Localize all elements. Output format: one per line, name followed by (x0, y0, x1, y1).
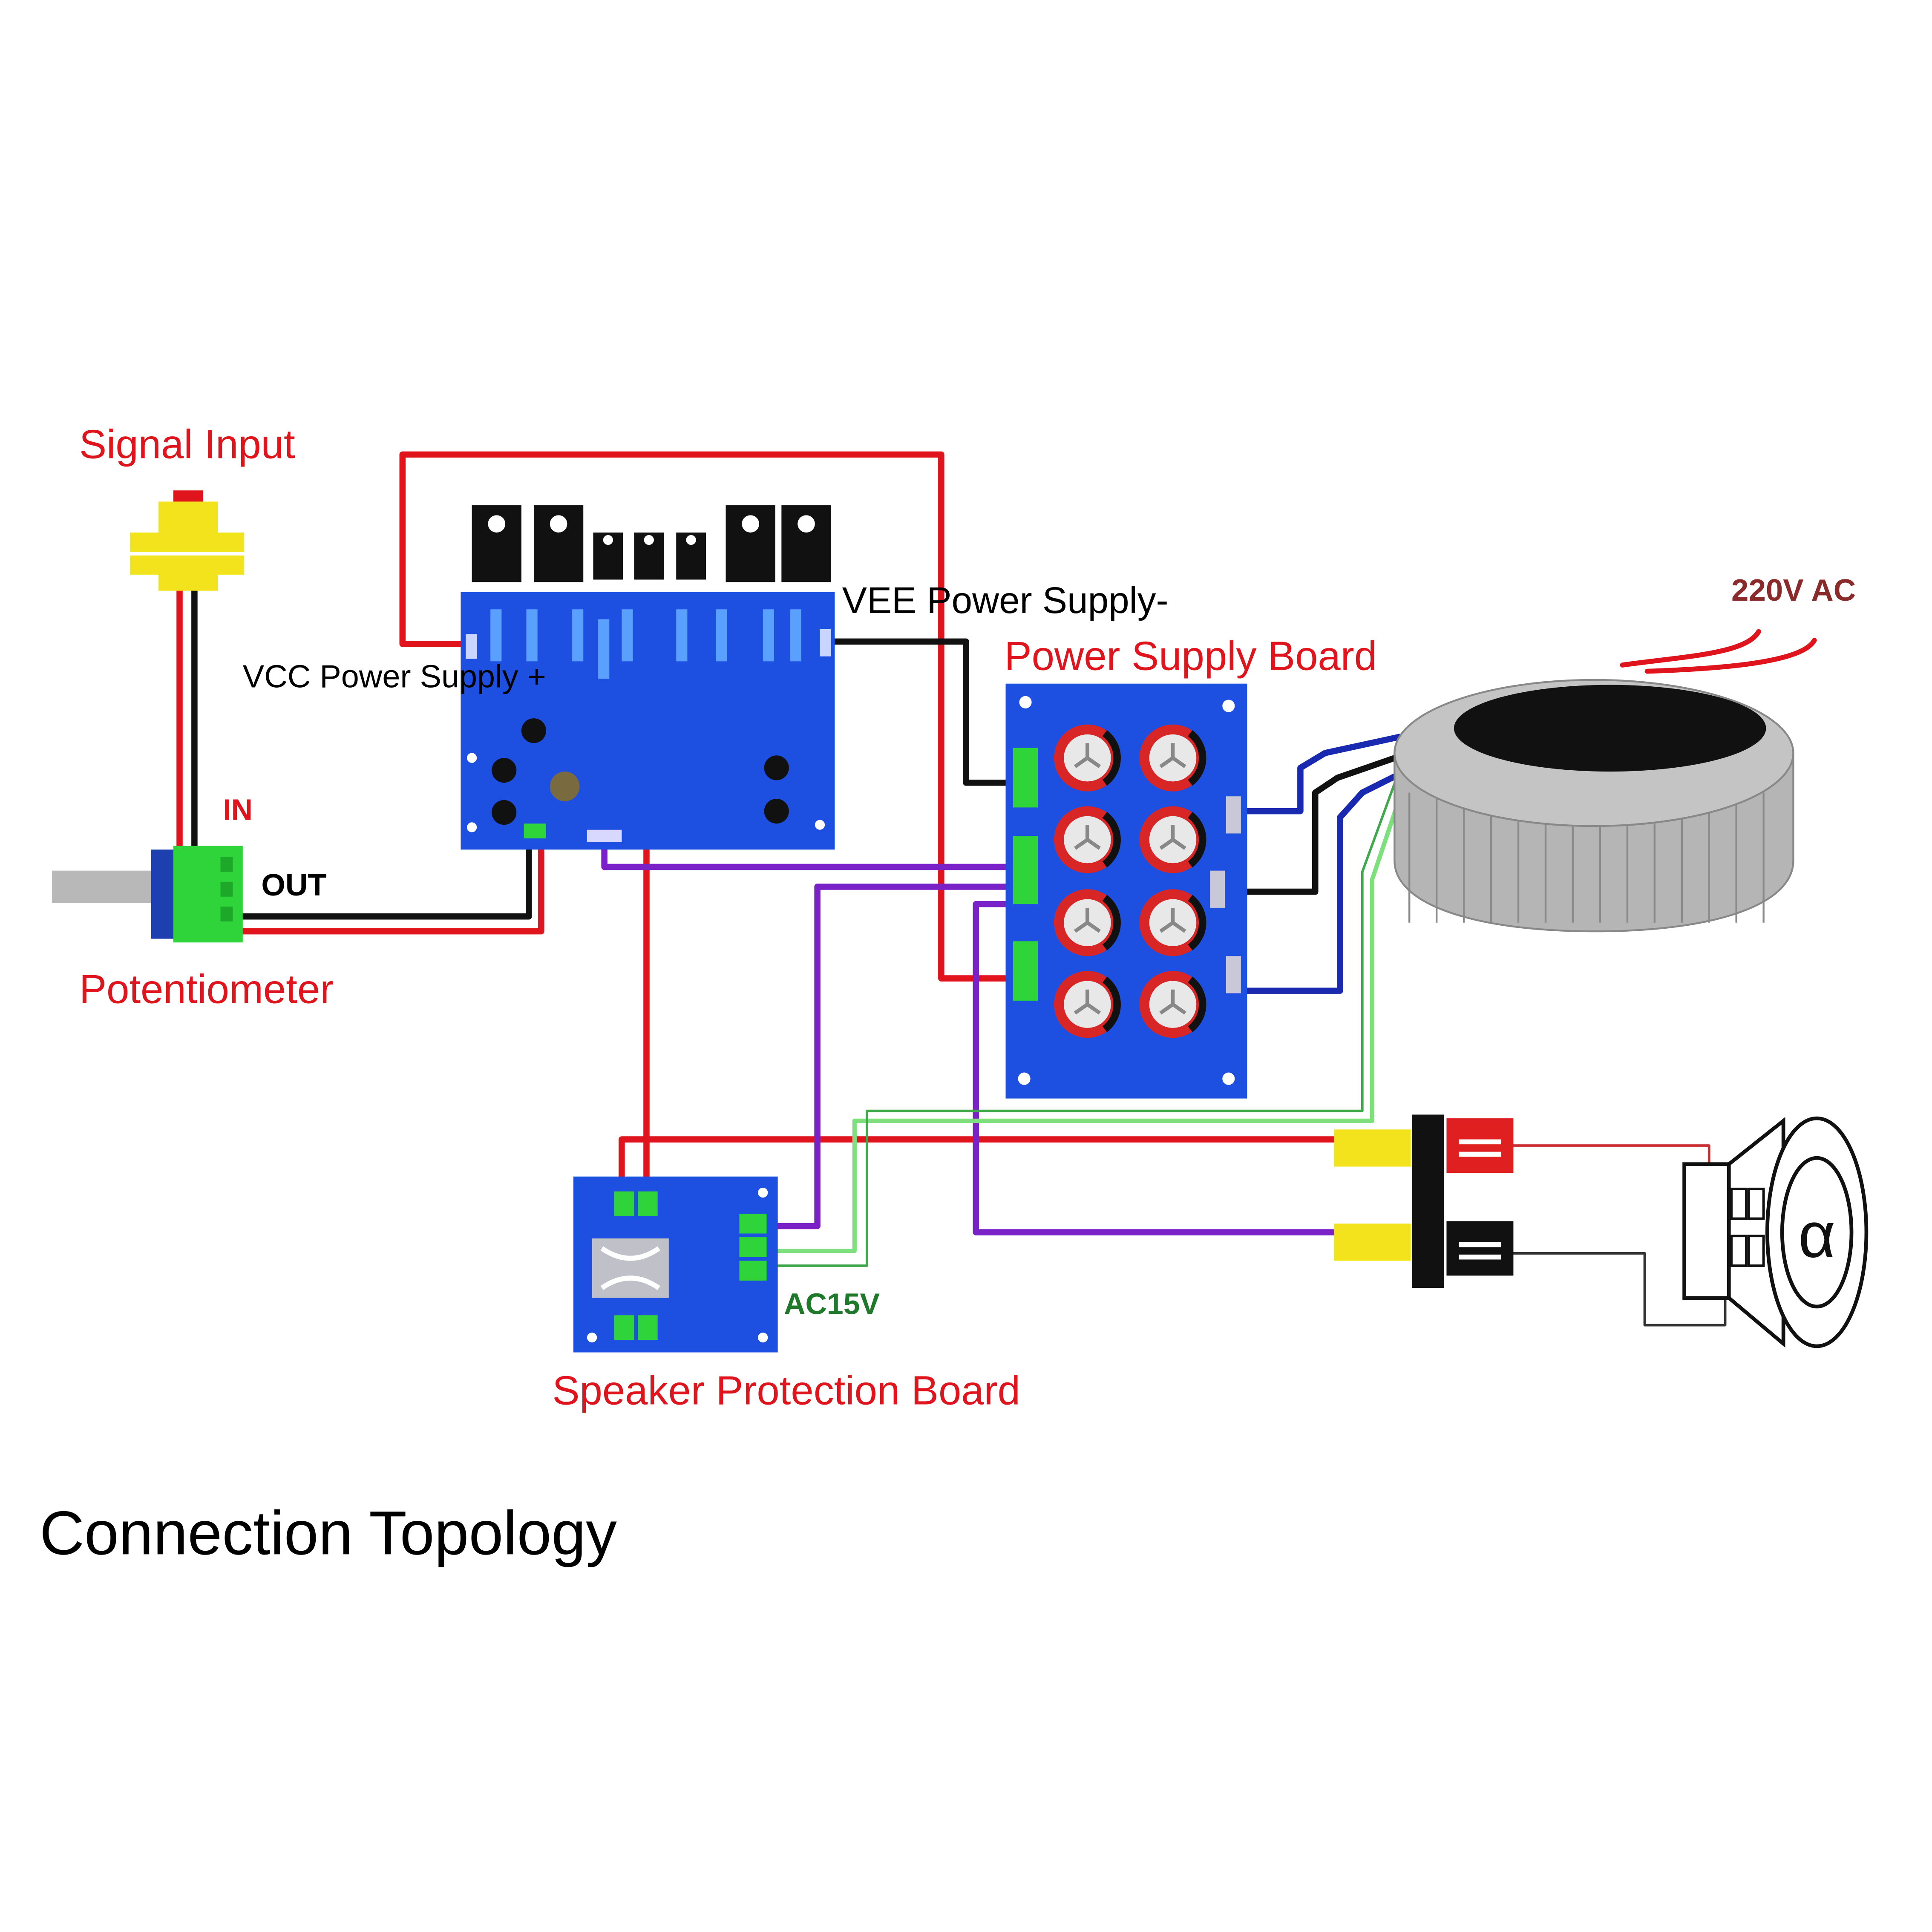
amp-resistors (490, 609, 801, 679)
terminal-base (1412, 1114, 1444, 1288)
amp-capacitors (492, 718, 789, 825)
wire-speaker-neg (1512, 1252, 1727, 1327)
filter-capacitor (1054, 889, 1121, 956)
filter-capacitor (1139, 806, 1206, 873)
pot-shaft (52, 870, 154, 903)
power-transistors (472, 505, 831, 582)
wires (176, 451, 1817, 1327)
amp-trim-pot (550, 772, 580, 801)
protection-terminals (614, 1191, 767, 1340)
wire-green-2 (776, 742, 1411, 1267)
wire-pot-black (238, 834, 532, 920)
terminal-post-black (1446, 1221, 1514, 1276)
rca-signal-input (130, 490, 244, 591)
amp-input-terminal (524, 823, 547, 839)
amp-vcc-terminal (466, 634, 477, 659)
terminal-plug-neg (1333, 1224, 1411, 1261)
speaker-terminal-block (1333, 1114, 1514, 1288)
wire-purple-speaker (973, 901, 1353, 1235)
transformer-hole (1454, 685, 1766, 772)
power-supply-board (1005, 683, 1247, 1099)
wire-blue-bottom (1241, 767, 1410, 994)
psu-terminals (1013, 748, 1038, 1001)
wire-vee-black (829, 638, 1016, 786)
amp-vee-terminal (820, 629, 831, 656)
wire-vcc-red (399, 451, 1016, 982)
wire-green-1 (775, 741, 1420, 1253)
psu-pcb (1005, 683, 1247, 1099)
wire-blue-top (1241, 734, 1403, 815)
terminal-plug-pos (1333, 1129, 1411, 1167)
label-power-supply-board: Power Supply Board (1005, 633, 1377, 679)
wire-purple-prot (775, 884, 1016, 1229)
psu-filter-capacitors (1054, 724, 1206, 1038)
filter-capacitor (1054, 971, 1121, 1038)
caption-connection-topology: Connection Topology (40, 1498, 617, 1567)
wire-pot-red (238, 834, 544, 935)
psu-ac-terminals (1210, 796, 1241, 993)
label-speaker-protection-board: Speaker Protection Board (553, 1368, 1020, 1414)
label-in: IN (223, 793, 253, 826)
amp-output-terminal (587, 829, 622, 842)
toroidal-transformer (1394, 679, 1794, 933)
wire-prot-to-speaker-red (619, 1136, 1353, 1195)
speaker-protection-board (573, 1176, 778, 1353)
terminal-post-red (1446, 1118, 1514, 1173)
filter-capacitor (1054, 806, 1121, 873)
filter-capacitor (1139, 971, 1206, 1038)
label-out: OUT (261, 868, 326, 902)
filter-capacitor (1054, 724, 1121, 792)
loudspeaker-icon: α (1682, 1116, 1869, 1348)
label-220v-ac: 220V AC (1731, 573, 1856, 608)
label-potentiometer: Potentiometer (79, 967, 334, 1012)
wire-220-b (1644, 638, 1817, 674)
label-vcc: VCC Power Supply + (243, 659, 546, 694)
potentiometer (52, 846, 243, 943)
amplifier-board (461, 505, 835, 850)
wire-speaker-pos (1512, 1144, 1710, 1166)
label-ac15v: AC15V (784, 1287, 880, 1320)
filter-capacitor (1139, 889, 1206, 956)
label-vee: VEE Power Supply- (842, 580, 1169, 621)
svg-text:α: α (1798, 1199, 1835, 1271)
filter-capacitor (1139, 724, 1206, 792)
label-signal-input: Signal Input (79, 422, 295, 467)
wire-black-mid (1223, 752, 1405, 895)
wire-220-a (1620, 629, 1761, 668)
